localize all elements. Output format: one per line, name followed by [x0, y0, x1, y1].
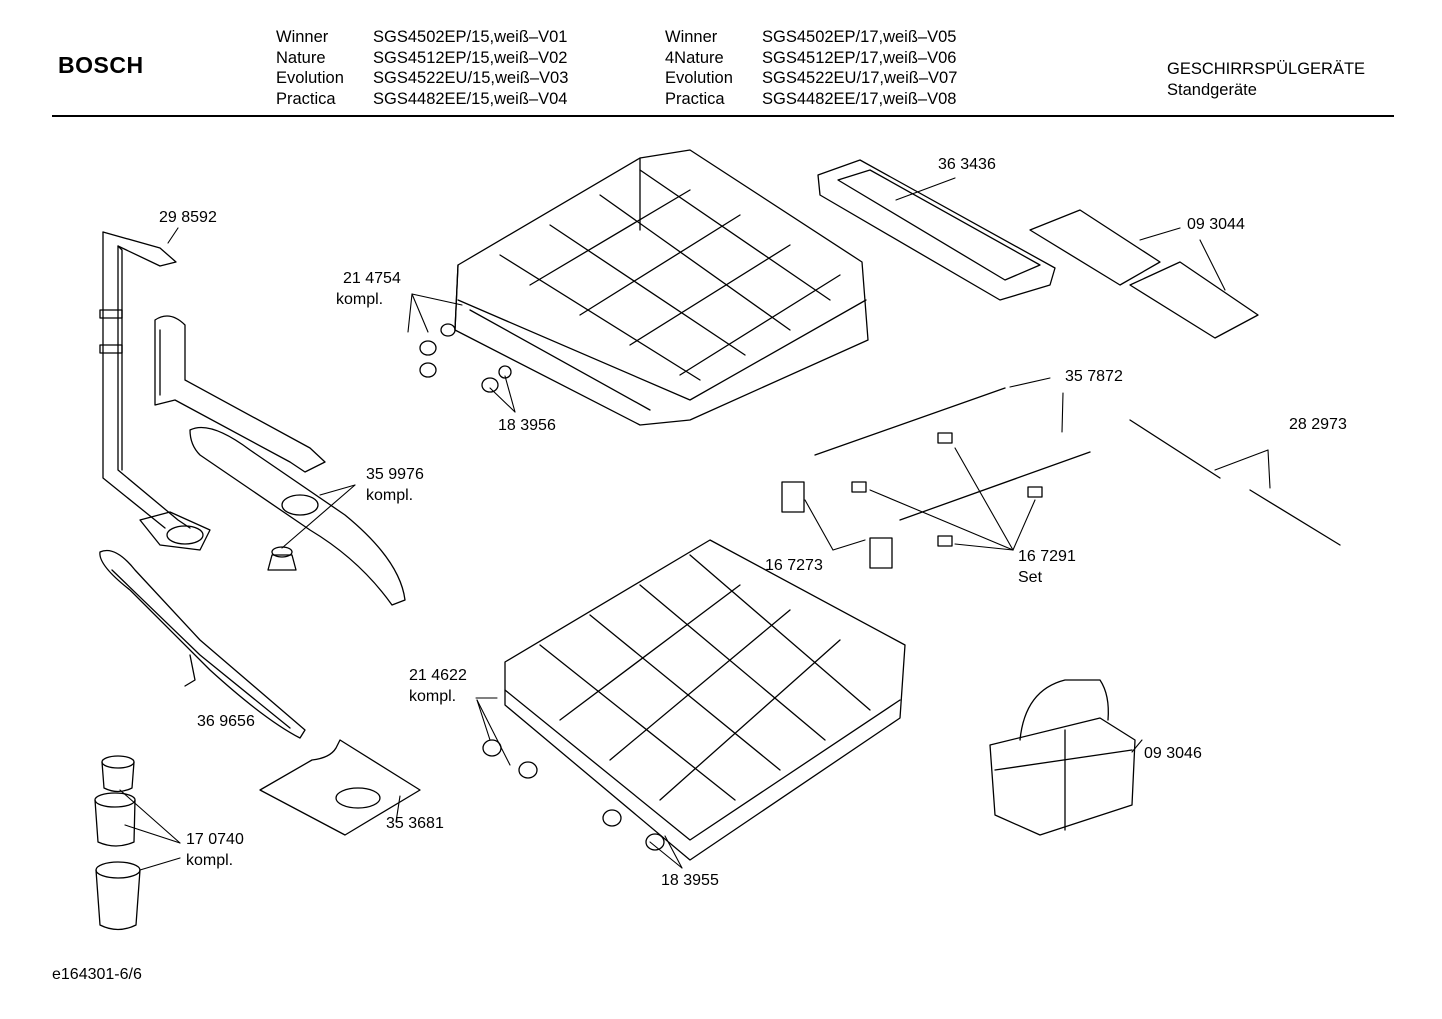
category-block: GESCHIRRSPÜLGERÄTE Standgeräte [1167, 59, 1365, 100]
part-label: 35 3681 [386, 815, 444, 832]
model-line: Practica [665, 89, 725, 108]
part-note: kompl. [366, 487, 414, 504]
supply-pipe-drawing [99, 231, 211, 551]
part-label: 21 4754 [343, 270, 401, 287]
part-label: 18 3955 [661, 872, 719, 889]
model-number: SGS4512EP/17,weiß–V06 [762, 48, 957, 67]
part-label: 36 3436 [938, 156, 996, 173]
lower-spray-arm-drawing [99, 549, 306, 739]
part-label: 29 8592 [159, 209, 217, 226]
model-lines-left: Winner Nature Evolution Practica [276, 27, 344, 109]
part-label: 16 7273 [765, 557, 823, 574]
cup-shelves-drawing [1029, 209, 1259, 339]
model-number: SGS4522EU/17,weiß–V07 [762, 69, 958, 88]
upper-rollers-drawing [419, 323, 512, 393]
model-number: SGS4502EP/17,weiß–V05 [762, 28, 957, 46]
part-note: kompl. [409, 688, 457, 705]
part-label: 35 9976 [366, 466, 424, 483]
cutlery-basket-drawing [989, 679, 1136, 836]
part-label: 36 9656 [197, 713, 255, 730]
model-line: 4Nature [665, 48, 724, 67]
part-label: 28 2973 [1289, 416, 1347, 433]
part-label: 16 7291 [1018, 548, 1076, 565]
model-line: Evolution [665, 69, 733, 88]
filter-set-drawing [94, 755, 141, 931]
part-label: 18 3956 [498, 417, 556, 434]
leader-lines [119, 177, 1271, 871]
model-number: SGS4522EU/15,weiß–V03 [373, 69, 569, 88]
model-line: Evolution [276, 69, 344, 88]
clips-drawing [781, 432, 1043, 569]
model-line: Winner [276, 28, 329, 46]
tine-rows-drawing [814, 387, 1091, 521]
model-line: Nature [276, 48, 326, 67]
model-line: Winner [665, 28, 718, 46]
part-label: 21 4622 [409, 667, 467, 684]
model-number: SGS4502EP/15,weiß–V01 [373, 28, 568, 46]
brand-logo: BOSCH [58, 52, 144, 78]
header-divider [52, 115, 1394, 117]
part-label: 09 3046 [1144, 745, 1202, 762]
part-note: kompl. [336, 291, 384, 308]
category-subtitle: Standgeräte [1167, 80, 1257, 99]
small-racks-drawing [1129, 419, 1341, 546]
document-id: e164301-6/6 [52, 966, 142, 983]
lower-rollers-drawing [482, 739, 665, 851]
part-label: 17 0740 [186, 831, 244, 848]
upper-spray-arm-drawing [154, 315, 406, 606]
part-label: 09 3044 [1187, 216, 1245, 233]
part-note: Set [1018, 569, 1043, 586]
category-title: GESCHIRRSPÜLGERÄTE [1167, 60, 1366, 78]
model-number: SGS4482EE/15,weiß–V04 [373, 89, 568, 108]
lower-basket-drawing [504, 539, 906, 861]
model-number: SGS4482EE/17,weiß–V08 [762, 89, 957, 108]
model-numbers-left: SGS4502EP/15,weiß–V01 SGS4512EP/15,weiß–… [373, 27, 568, 109]
part-label: 35 7872 [1065, 368, 1123, 385]
model-numbers-right: SGS4502EP/17,weiß–V05 SGS4512EP/17,weiß–… [762, 27, 957, 109]
part-note: kompl. [186, 852, 234, 869]
model-line: Practica [276, 89, 336, 108]
filter-plate-drawing [259, 739, 421, 836]
upper-basket-drawing [454, 149, 869, 426]
model-lines-right: Winner 4Nature Evolution Practica [665, 27, 733, 109]
cutlery-tray-drawing [817, 159, 1056, 301]
model-number: SGS4512EP/15,weiß–V02 [373, 48, 568, 67]
